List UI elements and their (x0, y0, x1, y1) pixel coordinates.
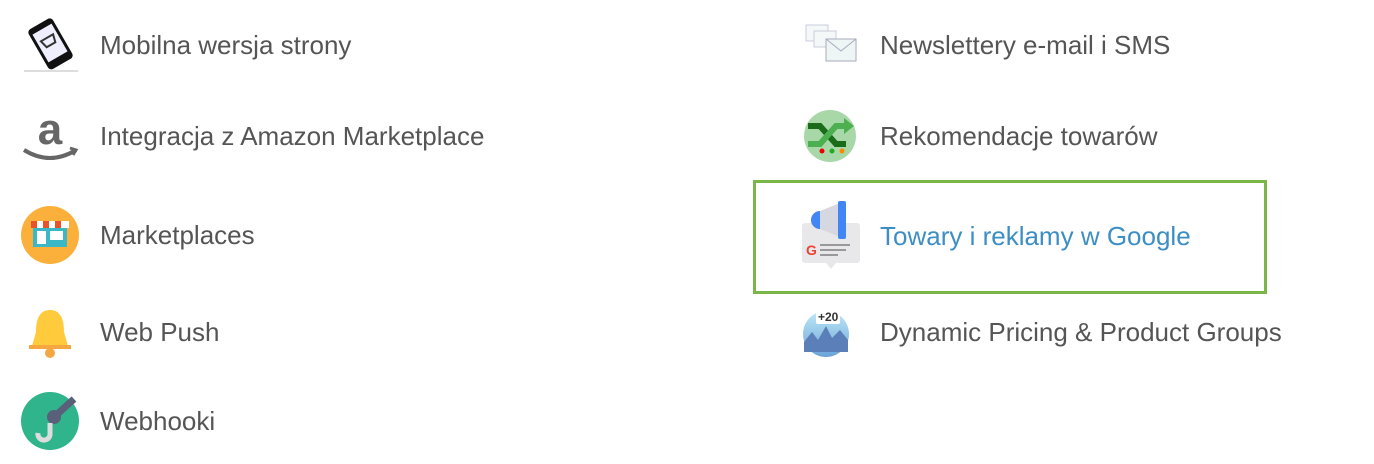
svg-text:a: a (38, 106, 63, 154)
envelope-icon (800, 15, 860, 75)
integration-marketplaces[interactable]: Marketplaces (20, 205, 255, 265)
shuffle-icon (800, 106, 860, 166)
integration-label: Integracja z Amazon Marketplace (100, 120, 485, 151)
integration-label: Rekomendacje towarów (880, 120, 1158, 151)
bell-icon (20, 302, 80, 362)
integration-label: Newslettery e-mail i SMS (880, 29, 1171, 60)
integration-label: Dynamic Pricing & Product Groups (880, 316, 1282, 347)
integration-label: Webhooki (100, 405, 216, 436)
mobile-cart-icon (20, 15, 80, 75)
amazon-icon: a (20, 106, 80, 166)
store-icon (20, 205, 80, 265)
integration-google[interactable]: G Towary i reklamy w Google (800, 201, 1191, 269)
hook-icon (20, 391, 80, 451)
svg-text:G: G (806, 242, 817, 258)
integration-label: Towary i reklamy w Google (880, 220, 1191, 251)
integration-label: Web Push (100, 316, 220, 347)
integration-recommendations[interactable]: Rekomendacje towarów (800, 106, 1157, 166)
selected-highlight (753, 180, 1267, 294)
integration-amazon[interactable]: a Integracja z Amazon Marketplace (20, 106, 484, 166)
integration-newsletter[interactable]: Newslettery e-mail i SMS (800, 15, 1170, 75)
integration-mobile[interactable]: Mobilna wersja strony (20, 15, 351, 75)
integration-webpush[interactable]: Web Push (20, 302, 219, 362)
google-ads-icon: G (800, 201, 860, 269)
integration-dynamic-pricing[interactable]: +20 Dynamic Pricing & Product Groups (800, 302, 1282, 362)
integration-webhooks[interactable]: Webhooki (20, 391, 215, 451)
integration-label: Mobilna wersja strony (100, 29, 352, 60)
integration-label: Marketplaces (100, 219, 255, 250)
pricing-badge: +20 (816, 310, 841, 324)
